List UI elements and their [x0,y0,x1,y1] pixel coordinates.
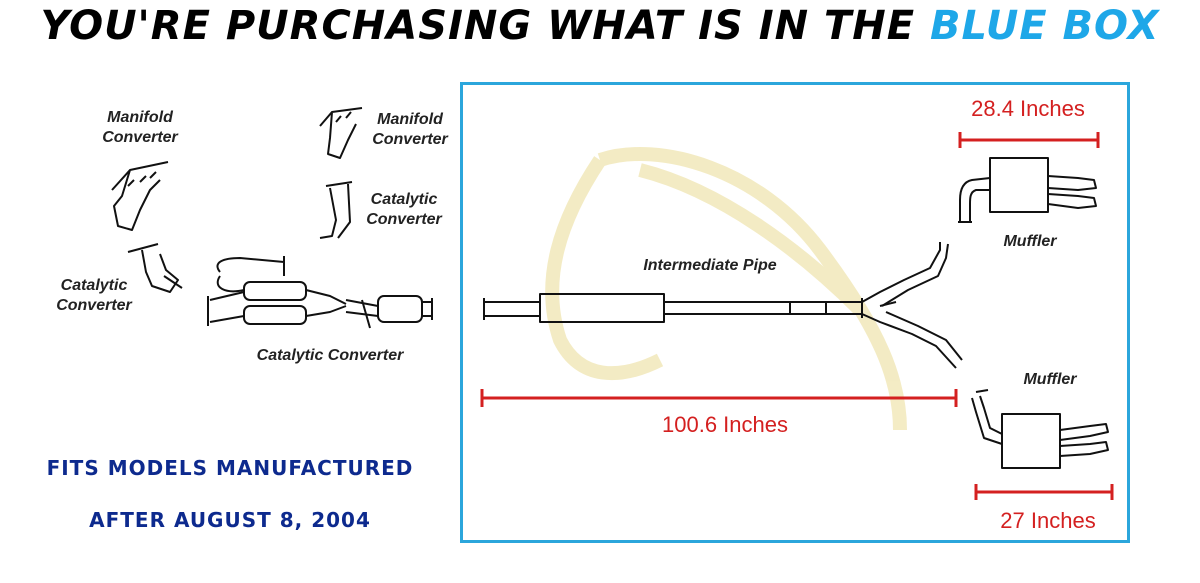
label-muffler-bottom: Muffler [1023,371,1077,388]
label-line: Converter [372,131,448,148]
headline-prefix: YOU'RE PURCHASING WHAT IS IN THE [40,3,916,49]
fits-line-2: AFTER AUGUST 8, 2004 [89,508,371,532]
watermark-horse [545,147,907,431]
muffler-bottom-shape [971,389,1109,469]
catalytic-converter-right-shape [319,181,353,239]
manifold-converter-right-shape [319,107,363,159]
dim-line-top [958,132,1100,148]
label-line: Manifold [107,109,173,126]
label-manifold-converter-right: Manifold Converter [362,110,458,150]
label-line: Catalytic [370,191,438,208]
fits-line-1: FITS MODELS MANUFACTURED [46,456,414,480]
dim-label-top: 28.4 Inches [971,96,1085,121]
dim-line-bottom [974,484,1114,500]
label-muffler-top: Muffler [1003,233,1057,250]
dim-line-overall [480,389,958,407]
label-catalytic-converter-left: Catalytic Converter [42,276,146,316]
dim-label-bottom: 27 Inches [1000,508,1096,533]
blue-box [460,82,1130,543]
label-manifold-converter-left: Manifold Converter [90,108,190,148]
dim-label-overall: 100.6 Inches [662,412,788,437]
headline: YOU'RE PURCHASING WHAT IS IN THE BLUE BO… [0,0,1200,52]
label-catalytic-converter-main: Catalytic Converter [256,347,404,364]
label-line: Converter [56,297,132,314]
label-line: Converter [366,211,442,228]
headline-highlight: BLUE BOX [930,3,1160,49]
label-catalytic-converter-right: Catalytic Converter [352,190,456,230]
muffler-top-shape [958,157,1097,223]
label-line: Converter [102,129,178,146]
intermediate-pipe-shape [483,242,963,369]
manifold-converter-left-shape [111,161,169,231]
label-line: Manifold [377,111,443,128]
catalytic-converter-left-shape [127,243,183,293]
label-line: Catalytic [60,277,128,294]
label-intermediate-pipe: Intermediate Pipe [643,257,777,274]
y-pipe-assembly-shape [207,256,433,329]
